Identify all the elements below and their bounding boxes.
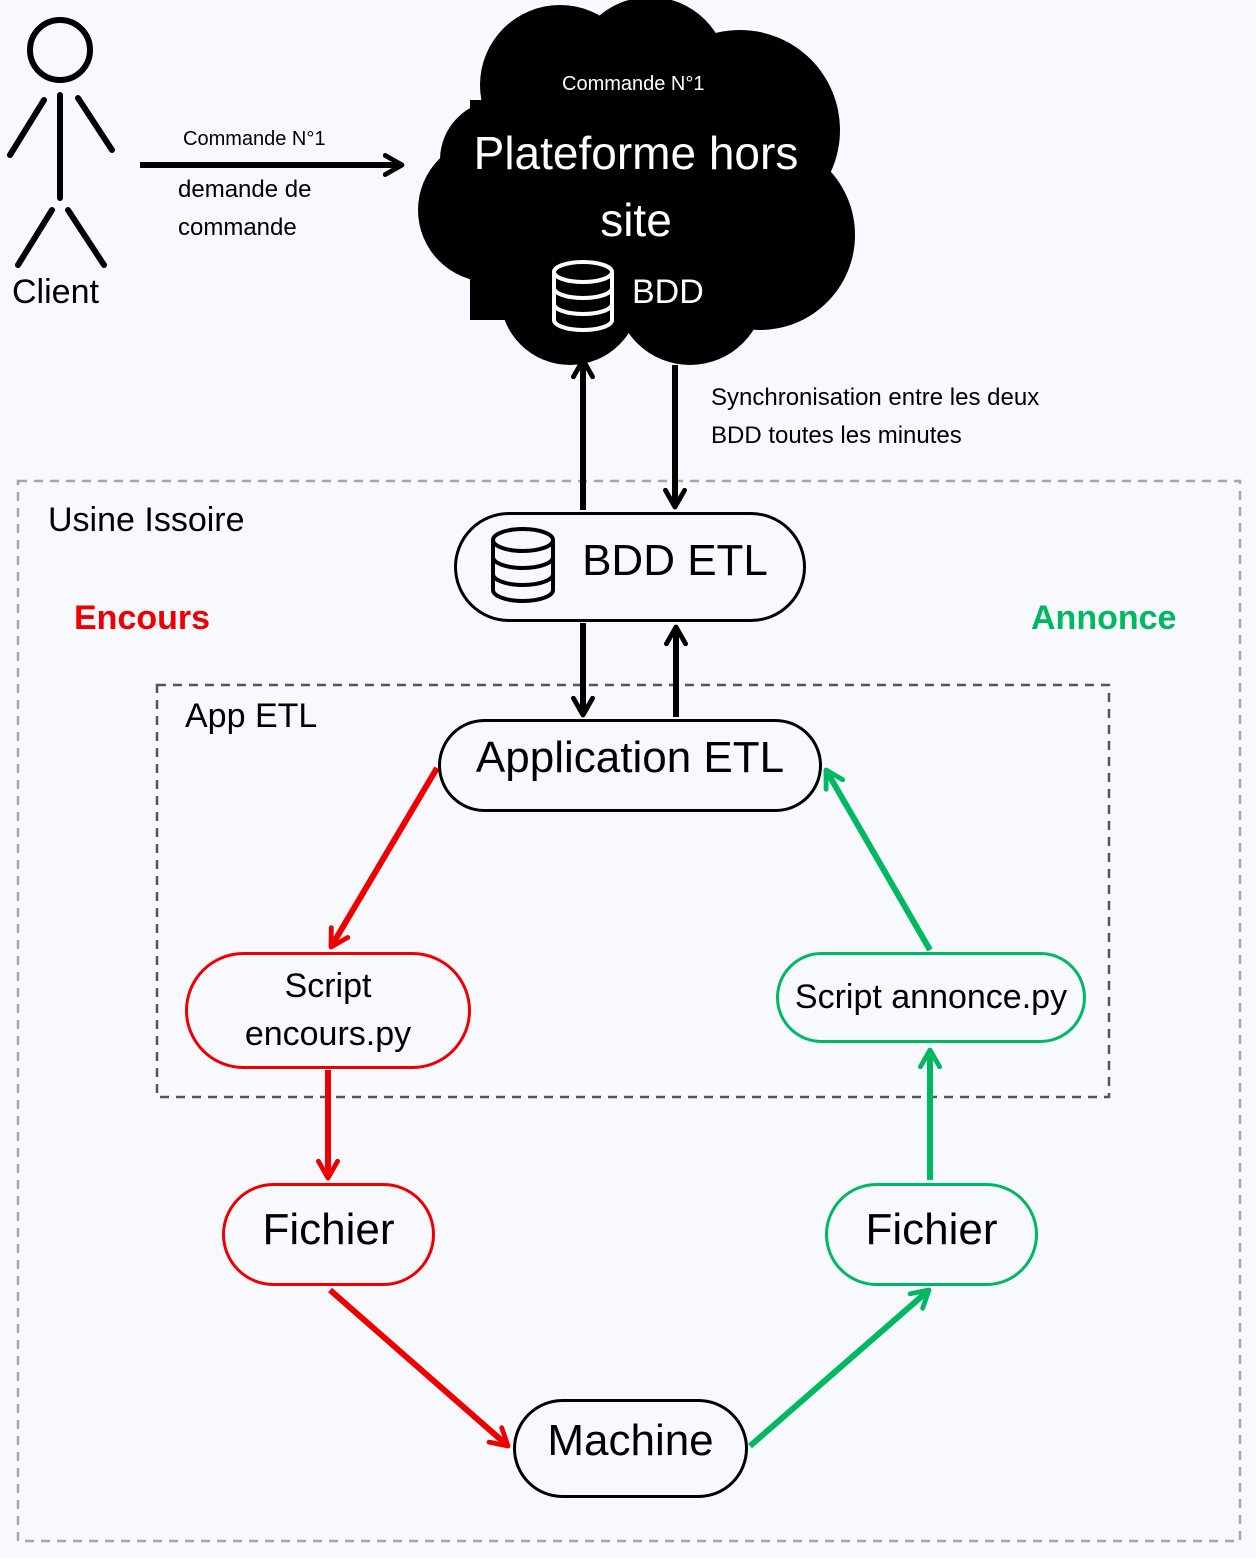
client-label: Client [12, 273, 99, 311]
fichier-right-node: Fichier [825, 1183, 1038, 1286]
order-arrow-line2: commande [178, 214, 297, 241]
machine-label: Machine [547, 1415, 714, 1465]
fichier-left-label: Fichier [262, 1204, 395, 1254]
annonce-label: Annonce [1031, 599, 1177, 637]
encours-arrow-file-to-machine [328, 1287, 511, 1449]
app-etl-label: App ETL [185, 697, 318, 735]
sync-note-line2: BDD toutes les minutes [711, 422, 962, 449]
order-arrow-line1: demande de [178, 176, 312, 203]
stick-figure-icon [7, 17, 115, 268]
fichier-left-node: Fichier [222, 1183, 435, 1286]
factory-boundary [16, 479, 1242, 1543]
annonce-arrow-machine-to-file [748, 1287, 932, 1449]
cloud-title-line2: site [600, 194, 672, 246]
script-encours-node: Script encours.py [185, 952, 471, 1069]
script-annonce-label: Script annonce.py [794, 978, 1068, 1016]
order-arrow-title: Commande N°1 [183, 128, 326, 150]
app-etl-boundary [155, 683, 1111, 1099]
script-encours-line2: encours.py [244, 1014, 412, 1053]
cloud-shape [418, 0, 855, 365]
fichier-right-label: Fichier [865, 1204, 998, 1254]
application-etl-node: Application ETL [438, 719, 822, 812]
database-icon [552, 260, 614, 332]
cloud-title-line1: Plateforme hors [473, 127, 799, 179]
application-etl-label: Application ETL [475, 732, 785, 782]
cloud-order-label: Commande N°1 [562, 73, 705, 95]
bdd-etl-node: BDD ETL [454, 512, 806, 622]
bdd-etl-label: BDD ETL [582, 536, 768, 585]
encours-arrow-app-to-script [328, 766, 440, 950]
encours-label: Encours [74, 599, 211, 637]
factory-label: Usine Issoire [48, 501, 245, 539]
annonce-arrow-script-to-app [823, 767, 933, 952]
cloud-db-label: BDD [632, 273, 704, 311]
script-encours-line1: Script [284, 966, 372, 1005]
sync-note-line1: Synchronisation entre les deux [711, 384, 1040, 411]
script-annonce-node: Script annonce.py [776, 952, 1086, 1043]
machine-node: Machine [513, 1399, 748, 1498]
